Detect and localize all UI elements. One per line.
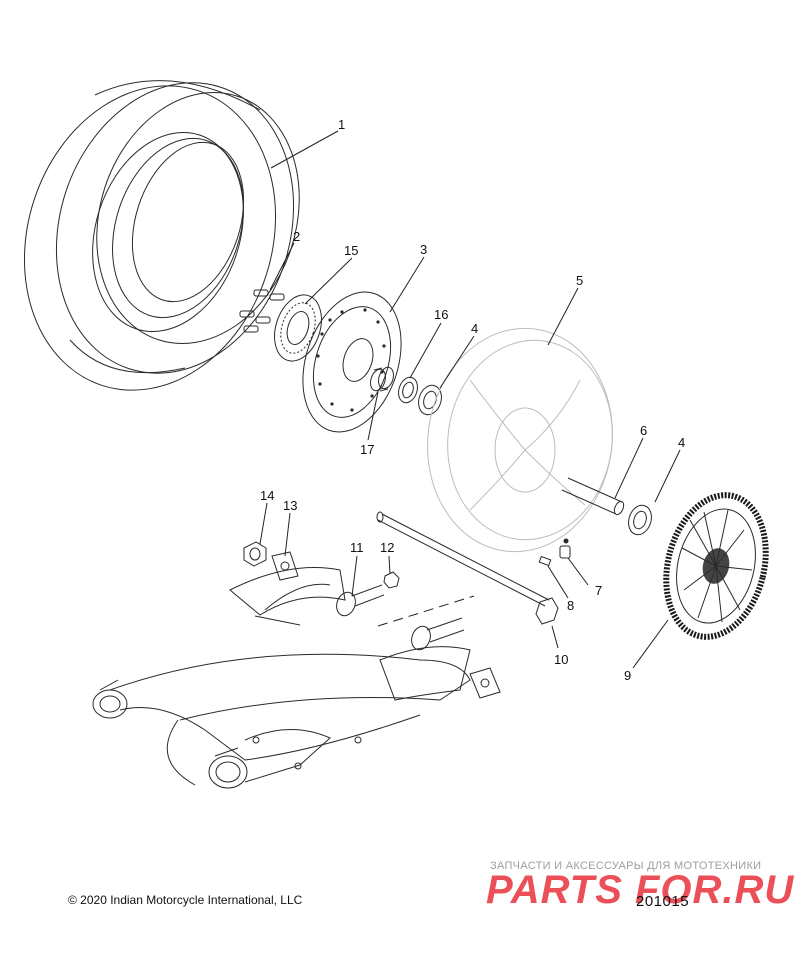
belt-pulley: [663, 492, 769, 640]
callout-17: 17: [360, 442, 374, 457]
adjuster-plate-right: [469, 667, 501, 699]
adjuster-bolt: [336, 584, 385, 617]
copyright-notice: © 2020 Indian Motorcycle International, …: [68, 893, 303, 907]
callout-9: 9: [624, 668, 631, 683]
rear-axle: [376, 511, 559, 625]
bearing-left: [418, 384, 442, 416]
callout-leaders: [259, 130, 681, 669]
callout-2: 2: [293, 229, 300, 244]
callout-5: 5: [576, 273, 583, 288]
callout-13: 13: [283, 498, 297, 513]
callout-16: 16: [434, 307, 448, 322]
callout-12: 12: [380, 540, 394, 555]
callout-14: 14: [260, 488, 274, 503]
callout-11: 11: [350, 540, 364, 555]
callout-1: 1: [338, 117, 345, 132]
callout-15: 15: [344, 243, 358, 258]
adjuster-parts: [538, 538, 571, 567]
figure-id: 201015: [636, 893, 690, 910]
tire: [23, 80, 300, 391]
callout-labels: 1 2 3 4 4 5 6 7 8 9 10 11 12 13 14 15 16…: [260, 117, 685, 683]
adjuster-plate: [271, 551, 299, 581]
brake-rotor: [302, 291, 402, 433]
axle-sleeve: [561, 477, 625, 516]
jam-nut: [383, 571, 400, 589]
bearing-right: [628, 504, 652, 536]
abs-tone-ring: [274, 294, 322, 362]
callout-8: 8: [567, 598, 574, 613]
watermark-tagline: ЗАПЧАСТИ И АКСЕССУАРЫ ДЛЯ МОТОТЕХНИКИ: [490, 860, 762, 872]
swingarm: [92, 567, 471, 789]
callout-6: 6: [640, 423, 647, 438]
callout-4-left: 4: [471, 321, 478, 336]
callout-4-right: 4: [678, 435, 685, 450]
rear-wheel: [427, 327, 613, 553]
watermark-logo: PARTS FOR.RU: [486, 868, 795, 912]
callout-7: 7: [595, 583, 602, 598]
spacer: [370, 366, 394, 392]
callout-3: 3: [420, 242, 427, 257]
axle-nut: [243, 541, 267, 567]
callout-10: 10: [554, 652, 568, 667]
rotor-bolts: [239, 289, 285, 333]
seal: [398, 376, 418, 404]
